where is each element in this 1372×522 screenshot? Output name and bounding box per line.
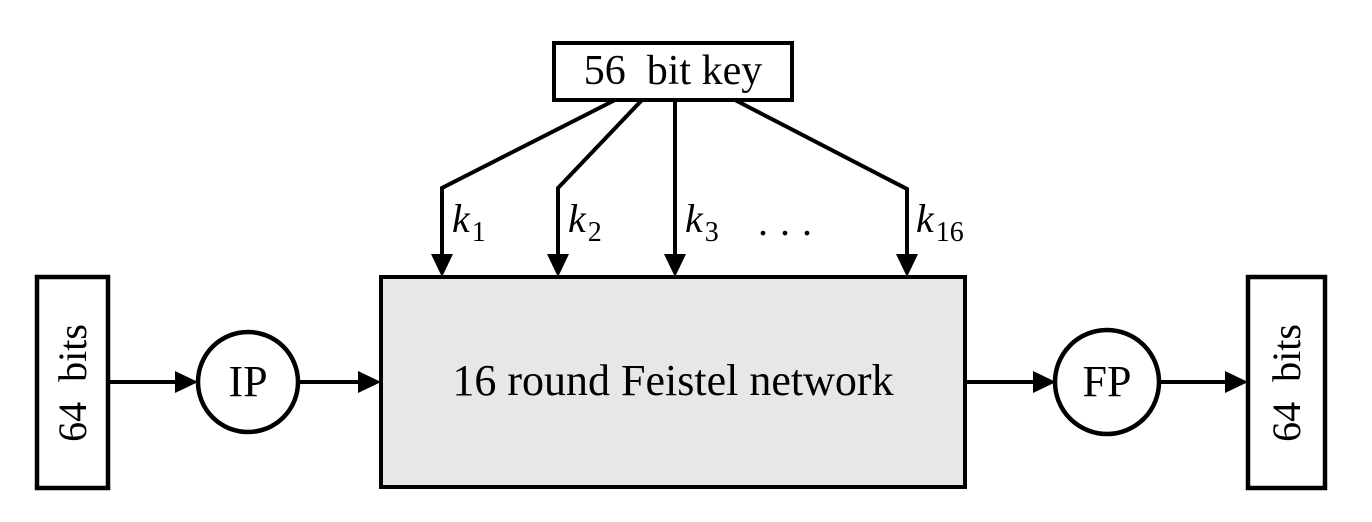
fp-circle [1052,327,1162,437]
arrowhead-into-fp [1033,371,1056,393]
input-bits-box [34,274,111,491]
arrowhead-into-feistel [358,371,381,393]
key-arrow-line-k16 [734,98,909,258]
feistel-network-box [379,275,967,489]
ip-circle [195,329,301,435]
key-fan-arrowheads [431,254,918,277]
arrowhead-into-output [1225,371,1248,393]
arrowhead-k1 [431,254,453,277]
key-box [552,41,794,102]
arrowhead-into-ip [175,371,198,393]
key-fan-lines [440,98,909,258]
arrowhead-k2 [547,254,569,277]
arrowhead-k3 [664,254,686,277]
datapath-arrowheads [175,371,1248,393]
output-bits-box [1245,274,1328,491]
key-arrow-line-k1 [440,98,616,258]
arrowhead-k16 [896,254,918,277]
key-arrow-line-k2 [556,98,644,258]
